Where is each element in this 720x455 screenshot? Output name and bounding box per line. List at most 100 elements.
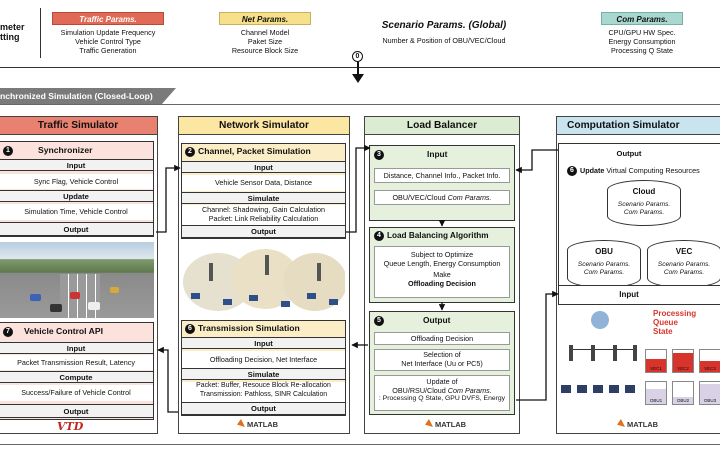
arrow-sync-to-channel (156, 164, 181, 233)
queue-fill (673, 353, 693, 372)
sync-update-header: Update (0, 190, 153, 202)
queue-cell: OBU3 (699, 381, 720, 405)
vehicle-icon-2 (223, 299, 232, 305)
rsu-icon-2 (591, 345, 595, 361)
matlab-icon (617, 419, 625, 427)
ts-simulate-line-1: Packet: Buffer, Resouce Block Re-allocat… (182, 382, 345, 391)
queue-label: OBU2 (676, 398, 690, 403)
matlab-text-network: MATLAB (247, 420, 279, 429)
obu-param-2: Com Params. (583, 268, 625, 276)
traffic-param-3: Traffic Generation (79, 46, 137, 55)
traffic-param-2: Vehicle Control Type (75, 37, 141, 46)
lb-input-line-2-b: Com Params. (447, 193, 492, 202)
ts-simulate-header: Simulate (182, 368, 345, 380)
api-compute-header: Compute (0, 371, 153, 383)
step-2-badge: 2 (185, 146, 195, 157)
rsu-icon-4 (633, 345, 637, 361)
car-1 (70, 292, 80, 299)
step-7-badge: 7 (3, 326, 13, 337)
net-params-tag: Net Params. (219, 12, 311, 25)
comp-output-header: Output (559, 148, 720, 161)
cp-output-header: Output (182, 225, 345, 238)
net-param-3: Resource Block Size (231, 46, 299, 55)
tower-1 (209, 263, 213, 281)
vehicle-icon-3 (249, 295, 258, 301)
ts-simulate-line-2: Transmission: Pathloss, SINR Calculation (182, 391, 345, 402)
queue-fill (646, 388, 666, 404)
vehicle-icon-1 (191, 293, 200, 299)
obu-cylinder: OBU Scenario Params. Com Params. (567, 240, 641, 288)
scenario-param-line: Number & Position of OBU/VEC/Cloud (382, 36, 506, 45)
comp-update-rest: Virtual Computing Resources (604, 166, 700, 175)
lb-out-line-6: : Processing Q State, GPU DVFS, Energy (378, 395, 506, 402)
lb-out-line-5: OBU/RSU/Cloud Com Params. (375, 386, 509, 395)
closed-loop-banner (0, 88, 176, 104)
matlab-text-comp: MATLAB (627, 420, 659, 429)
cloud-param-1: Scenario Params. (617, 200, 671, 208)
com-param-3: Processing Q State (611, 46, 673, 55)
car-4 (110, 287, 119, 293)
vec-label: VEC (675, 247, 693, 256)
cp-simulate-header: Simulate (182, 192, 345, 204)
pq-line-3: State (653, 327, 673, 337)
arrow-channel-to-lb (346, 144, 371, 233)
queue-fill (700, 361, 720, 372)
ts-input-header: Input (182, 337, 345, 349)
car-3 (50, 304, 62, 312)
tower-3 (317, 263, 321, 281)
highway-lane-marks (60, 274, 100, 318)
scenario-params-title: Scenario Params. (Global) (381, 20, 507, 31)
sync-input-value: Sync Flag, Vehicle Control (0, 174, 153, 189)
queue-fill (646, 358, 666, 372)
lb-alg-line-2: Queue Length, Energy Consumption (383, 259, 501, 268)
queue-cell: VEC2 (672, 349, 694, 373)
com-params-group: Com Params. CPU/GPU HW Spec. Energy Cons… (592, 12, 692, 55)
cloud-label: Cloud (632, 187, 656, 196)
divider-line (40, 8, 41, 58)
pq-line-2: Queue (653, 318, 678, 328)
queue-label: OBU3 (703, 398, 717, 403)
matlab-text-lb: MATLAB (435, 420, 467, 429)
arrow-transmission-to-api (157, 346, 178, 413)
step-0-arrow-shaft (357, 62, 359, 76)
lb-out-line-2: Selection of (423, 350, 461, 359)
queue-fill (673, 397, 693, 404)
lb-out-line-4: Update of (426, 377, 458, 386)
traffic-params-tag: Traffic Params. (52, 12, 164, 25)
net-params-group: Net Params. Channel Model Paket Size Res… (210, 12, 320, 55)
closed-loop-frame (0, 104, 720, 444)
sync-input-header: Input (0, 159, 153, 171)
matlab-icon (425, 419, 433, 427)
vehicle-control-api-label: Vehicle Control API (24, 326, 103, 336)
cp-simulate-line-2: Packet: Link Reliability Calculation (182, 214, 345, 225)
parameter-setting-label: meter tting (0, 22, 25, 43)
ts-output-header: Output (182, 402, 345, 415)
arrow-comp-output-to-lb (515, 149, 558, 174)
cloud-param-2: Com Params. (623, 208, 665, 216)
lb-alg-line-3: Make (433, 270, 451, 279)
lb-alg-line-4: Offloading Decision (408, 279, 476, 288)
queue-label: OBU1 (649, 398, 663, 403)
lb-out-line-5-a: OBU/RSU/Cloud (392, 386, 448, 395)
api-output-header: Output (0, 404, 153, 418)
traffic-param-1: Simulation Update Frequency (60, 28, 156, 37)
lb-output-line-1: Offloading Decision (374, 332, 510, 345)
lb-out-line-5-b: Com Params. (447, 386, 492, 395)
sync-output-header: Output (0, 222, 153, 236)
com-param-2: Energy Consumption (608, 37, 676, 46)
api-compute-value: Success/Failure of Vehicle Control (0, 385, 153, 401)
step-1-badge: 1 (3, 145, 13, 156)
cp-input-header: Input (182, 161, 345, 173)
api-input-header: Input (0, 342, 153, 354)
net-param-1: Channel Model (240, 28, 290, 37)
